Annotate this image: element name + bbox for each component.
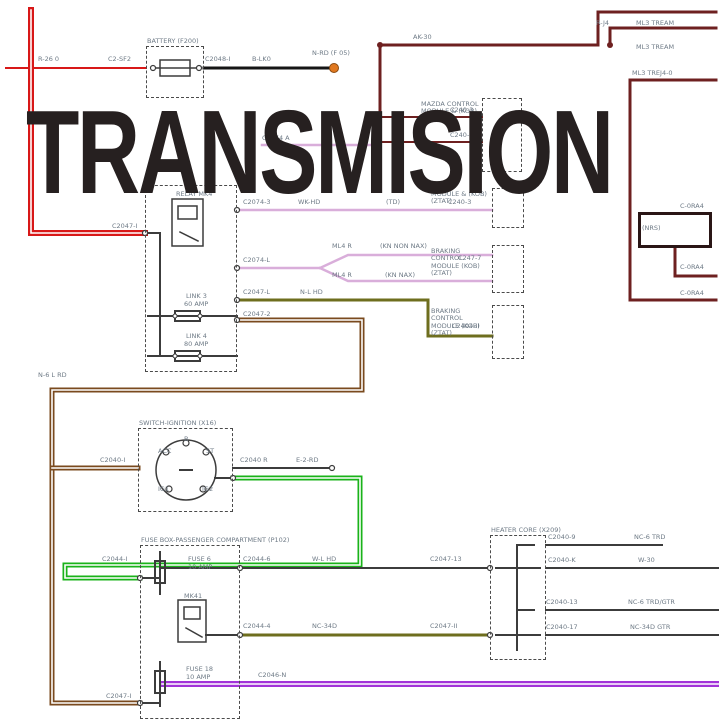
connector bbox=[236, 631, 244, 639]
wire-maroon-top-2 bbox=[608, 26, 718, 47]
wire-olive-nlhd bbox=[235, 298, 494, 338]
connector bbox=[136, 699, 144, 707]
relay-symbol bbox=[171, 198, 204, 247]
junction-dot bbox=[377, 42, 383, 48]
ignition-terminal bbox=[165, 485, 173, 493]
wire-maroon-right-loop bbox=[628, 78, 718, 302]
connector-eyelet-orange bbox=[329, 63, 339, 73]
link-terminal bbox=[172, 353, 178, 359]
connector bbox=[233, 264, 241, 272]
page-title: TRANSMISION bbox=[26, 86, 614, 219]
wire-maroon-nrs-out bbox=[673, 246, 718, 278]
wire-brown-main-core bbox=[51, 319, 363, 704]
link-terminal bbox=[172, 313, 178, 319]
ignition-terminal bbox=[162, 448, 170, 456]
wire-maroon-top-outer bbox=[378, 10, 718, 47]
wire-pink-ml4r-fork bbox=[235, 253, 494, 283]
heater-internal-bus bbox=[495, 544, 541, 651]
connector bbox=[229, 474, 237, 482]
link-terminal bbox=[197, 313, 203, 319]
connector bbox=[328, 464, 336, 472]
battery-terminal bbox=[149, 64, 157, 72]
wire-red-main-core bbox=[30, 9, 146, 234]
fusible-link-3 bbox=[147, 310, 238, 322]
connector bbox=[233, 296, 241, 304]
ignition-terminal bbox=[182, 439, 190, 447]
connector bbox=[236, 564, 244, 572]
wire-green-main bbox=[62, 475, 363, 581]
connector bbox=[486, 564, 494, 572]
link-terminal bbox=[197, 353, 203, 359]
battery-fuse-symbol bbox=[155, 59, 197, 77]
fuse-6-symbol bbox=[154, 551, 166, 595]
fuse-box-relay-symbol bbox=[177, 599, 207, 643]
fuse-box-internal-stubs bbox=[139, 567, 241, 704]
ignition-terminal bbox=[199, 485, 207, 493]
connector bbox=[141, 229, 149, 237]
connector bbox=[233, 206, 241, 214]
wire-brown-main bbox=[49, 317, 365, 706]
fuse-18-symbol bbox=[154, 661, 166, 707]
wire-green-main-core bbox=[64, 477, 361, 579]
relay-internal-bus bbox=[144, 232, 161, 357]
battery-terminal bbox=[195, 64, 203, 72]
connector bbox=[233, 316, 241, 324]
ignition-terminal bbox=[202, 448, 210, 456]
connector bbox=[136, 574, 144, 582]
junction-dot bbox=[607, 42, 613, 48]
connector bbox=[486, 631, 494, 639]
fusible-link-4 bbox=[147, 350, 238, 362]
ignition-key-slot bbox=[179, 469, 234, 479]
